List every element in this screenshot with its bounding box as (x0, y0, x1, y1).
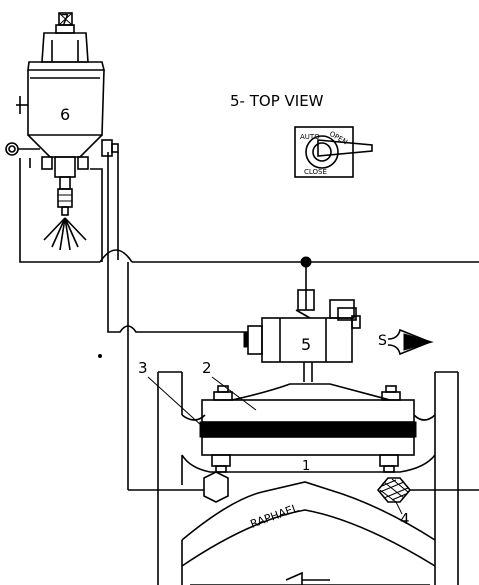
hatched-nut-item-4 (376, 477, 412, 503)
bonnet-plate (201, 399, 415, 423)
hex-nut-left (203, 471, 229, 503)
valve-brand: RAPHAEL (249, 501, 301, 531)
label-6: 6 (60, 105, 70, 124)
label-1: 1 (302, 459, 310, 474)
label-3: 3 (138, 359, 148, 377)
selector-close-label: CLOSE (304, 168, 327, 176)
item-5-pilot-valve: 5 S (243, 289, 434, 382)
diaphragm (199, 421, 417, 438)
flow-label: S (378, 333, 387, 349)
pilot-assembly: 6 7 (5, 11, 119, 251)
label-5: 5 (301, 335, 311, 354)
flow-arrow (403, 333, 434, 351)
label-4: 4 (400, 510, 410, 528)
control-tubing (19, 152, 479, 491)
pilot-bonnet (41, 32, 89, 63)
spray-nozzle (43, 217, 87, 251)
selector-handle (317, 139, 373, 157)
selector-top-view: 5- TOP VIEW AUTO OPEN CLOSE (230, 92, 373, 178)
label-7: 7 (60, 11, 70, 29)
top-view-title: 5- TOP VIEW (230, 92, 324, 110)
label-2: 2 (202, 359, 212, 377)
main-valve (157, 371, 459, 585)
selector-auto-label: AUTO (300, 133, 320, 141)
